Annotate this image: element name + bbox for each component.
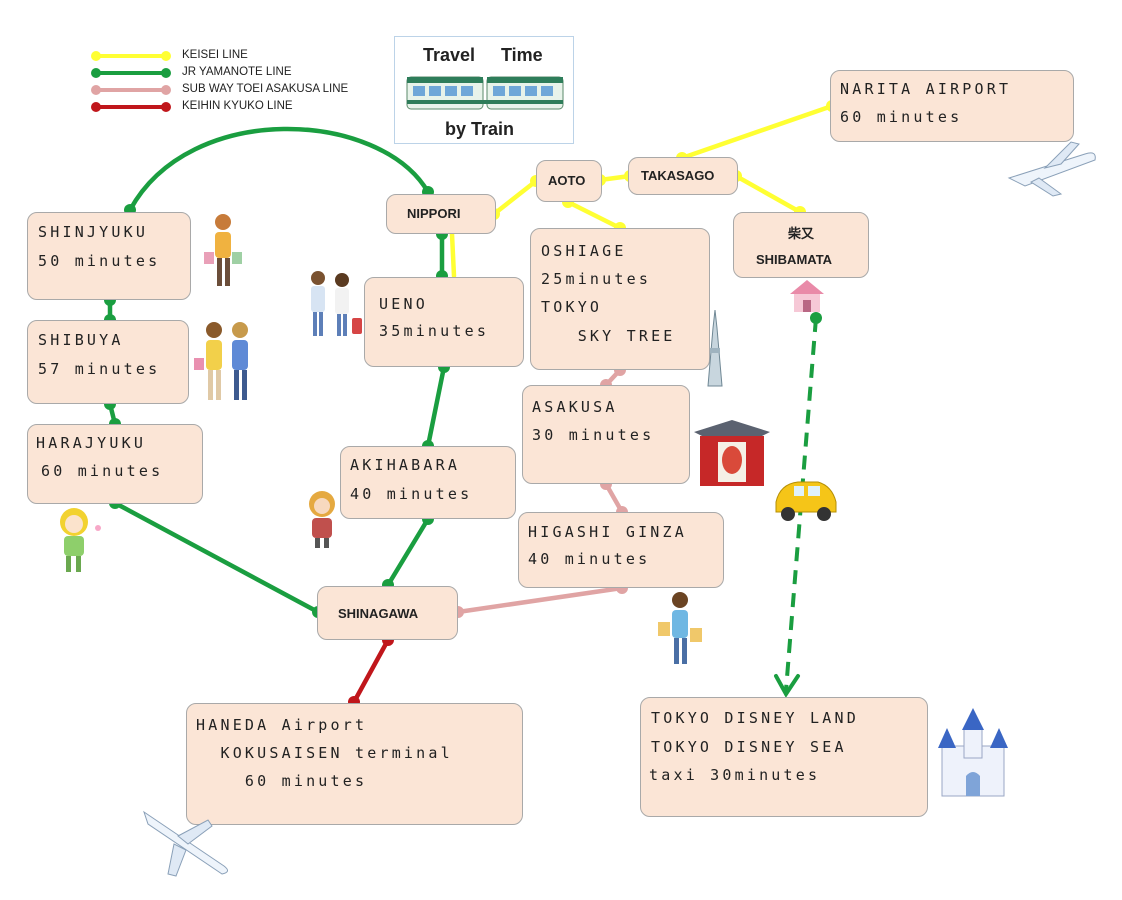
station-higashi-ginza: HIGASHI GINZA 40 minutes bbox=[518, 512, 724, 588]
station-name: OSHIAGE bbox=[541, 242, 627, 260]
taxi-icon bbox=[775, 481, 837, 521]
shopper-woman-icon bbox=[204, 214, 242, 286]
station-shibuya: SHIBUYA 57 minutes bbox=[27, 320, 189, 404]
legend-swatch-asakusa bbox=[91, 85, 171, 95]
asakusa-line-ginza-shinagawa bbox=[455, 585, 625, 615]
station-name: AOTO bbox=[548, 173, 586, 188]
station-name: HIGASHI GINZA bbox=[528, 523, 687, 541]
yamanote-line bbox=[107, 126, 447, 615]
legend-item-yamanote: JR YAMANOTE LINE bbox=[90, 65, 410, 81]
station-time: 35minutes bbox=[379, 322, 490, 340]
station-name-jp: 柴又 bbox=[788, 226, 815, 241]
destination-land: TOKYO DISNEY LAND bbox=[651, 709, 859, 727]
station-shinagawa: SHINAGAWA bbox=[317, 586, 458, 640]
station-nippori: NIPPORI bbox=[386, 194, 496, 234]
station-harajyuku: HARAJYUKU 60 minutes bbox=[27, 424, 203, 504]
legend-label: SUB WAY TOEI ASAKUSA LINE bbox=[182, 83, 349, 95]
keisei-takasago-narita bbox=[679, 103, 835, 161]
legend-label: JR YAMANOTE LINE bbox=[182, 66, 292, 78]
legend-item-keihin: KEIHIN KYUKO LINE bbox=[90, 99, 410, 115]
station-oshiage: OSHIAGE 25minutes TOKYO SKY TREE bbox=[530, 228, 710, 370]
house-icon bbox=[790, 280, 824, 312]
station-narita-airport: NARITA AIRPORT 60 minutes bbox=[830, 70, 1074, 142]
station-time: 60 minutes bbox=[41, 462, 164, 480]
destination-tokyo-disney: TOKYO DISNEY LAND TOKYO DISNEY SEA taxi … bbox=[640, 697, 928, 817]
landmark-line-2: SKY TREE bbox=[541, 327, 676, 345]
keisei-aoto-oshiage bbox=[565, 199, 623, 231]
station-name: UENO bbox=[379, 295, 428, 313]
keisei-takasago-shibamata bbox=[733, 173, 803, 215]
destination-sea: TOKYO DISNEY SEA bbox=[651, 738, 847, 756]
taxi-time: taxi 30minutes bbox=[649, 766, 821, 784]
legend-label: KEIHIN KYUKO LINE bbox=[182, 100, 293, 112]
station-time: 30 minutes bbox=[532, 426, 655, 444]
station-name: AKIHABARA bbox=[350, 456, 461, 474]
title-card: Travel Time by Train bbox=[394, 36, 574, 144]
terminal-name: KOKUSAISEN terminal bbox=[196, 744, 453, 762]
station-shibamata: 柴又 SHIBAMATA bbox=[733, 212, 869, 278]
station-time: 57 minutes bbox=[38, 360, 161, 378]
kaminarimon-gate-icon bbox=[694, 420, 770, 486]
keisei-nippori-aoto bbox=[491, 178, 539, 217]
legend-swatch-keisei bbox=[91, 51, 171, 61]
station-name: ASAKUSA bbox=[532, 398, 618, 416]
station-name: TAKASAGO bbox=[641, 168, 715, 183]
airplane-icon bbox=[143, 810, 228, 877]
yamanote-akihabara-ueno bbox=[425, 364, 447, 449]
station-name: NARITA AIRPORT bbox=[840, 80, 1012, 98]
title-by-train: by Train bbox=[445, 119, 515, 139]
station-time: 40 minutes bbox=[528, 550, 651, 568]
station-time: 40 minutes bbox=[350, 485, 473, 503]
station-time: 60 minutes bbox=[840, 108, 963, 126]
legend-item-asakusa: SUB WAY TOEI ASAKUSA LINE bbox=[90, 82, 410, 98]
taxi-arrow-head bbox=[774, 674, 800, 698]
landmark-line-1: TOKYO bbox=[541, 298, 603, 316]
shopper-friends-icon bbox=[194, 322, 248, 400]
legend-item-keisei: KEISEI LINE bbox=[90, 48, 410, 64]
train-icon bbox=[406, 76, 564, 110]
station-time: 50 minutes bbox=[38, 252, 161, 270]
title-travel: Travel bbox=[423, 45, 476, 65]
legend-label: KEISEI LINE bbox=[182, 49, 248, 61]
sky-tree-icon bbox=[707, 309, 723, 387]
keihin-line bbox=[351, 637, 391, 705]
legend-swatch-yamanote bbox=[91, 68, 171, 78]
station-name: HANEDA Airport bbox=[196, 716, 368, 734]
station-name: SHINJYUKU bbox=[38, 223, 149, 241]
station-takasago: TAKASAGO bbox=[628, 157, 738, 195]
keisei-ueno-nippori bbox=[449, 231, 457, 279]
station-name: HARAJYUKU bbox=[36, 434, 147, 452]
yamanote-shinagawa-akihabara bbox=[385, 516, 431, 588]
station-time: 60 minutes bbox=[196, 772, 368, 790]
travelers-icon bbox=[311, 271, 362, 336]
legend-swatch-keihin bbox=[91, 102, 171, 112]
station-name: SHIBAMATA bbox=[756, 252, 833, 267]
station-name: SHIBUYA bbox=[38, 331, 124, 349]
station-haneda-airport: HANEDA Airport KOKUSAISEN terminal 60 mi… bbox=[186, 703, 523, 825]
title-time: Time bbox=[501, 45, 543, 65]
station-time: 25minutes bbox=[541, 270, 652, 288]
station-ueno: UENO 35minutes bbox=[364, 277, 524, 367]
shopper-woman-icon bbox=[658, 592, 702, 664]
station-name: NIPPORI bbox=[407, 206, 461, 221]
airplane-icon bbox=[1007, 141, 1096, 197]
station-shinjyuku: SHINJYUKU 50 minutes bbox=[27, 212, 191, 300]
station-asakusa: ASAKUSA 30 minutes bbox=[522, 385, 690, 484]
station-akihabara: AKIHABARA 40 minutes bbox=[340, 446, 516, 519]
yamanote-harajyuku-shinagawa bbox=[112, 500, 321, 615]
yamanote-shinjyuku-nippori bbox=[127, 126, 431, 213]
fairy-girl-icon bbox=[60, 508, 101, 572]
station-aoto: AOTO bbox=[536, 160, 602, 202]
girl-icon bbox=[309, 491, 335, 548]
station-name: SHINAGAWA bbox=[338, 606, 419, 621]
castle-icon bbox=[938, 708, 1008, 797]
